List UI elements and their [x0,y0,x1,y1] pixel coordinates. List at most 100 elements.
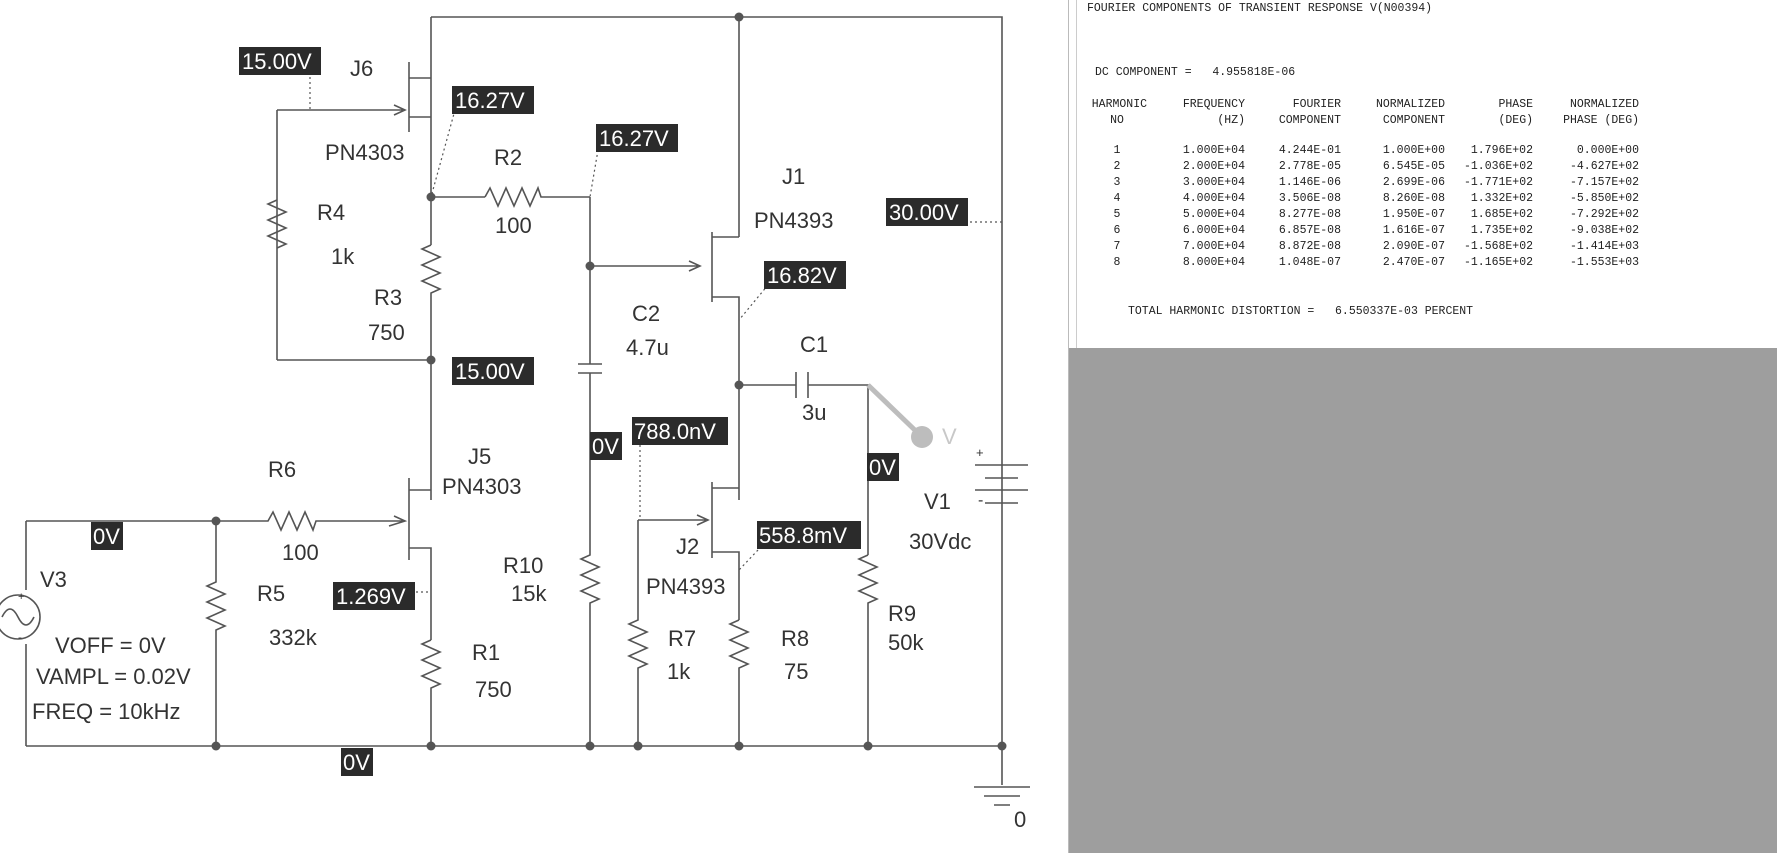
j6-model: PN4303 [325,140,405,165]
v3-voff: VOFF = 0V [55,633,166,658]
ground-label: 0 [1014,807,1026,832]
table-header-row: HARMONIC FREQUENCY FOURIER NORMALIZED PH… [1087,96,1639,112]
total-harmonic-distortion: TOTAL HARMONIC DISTORTION = 6.550337E-03… [1128,305,1474,318]
header-deg: (DEG) [1498,113,1533,127]
schematic-canvas[interactable]: V J6 PN4303 R2 100 R4 1k R3 750 J1 PN439… [0,0,1069,853]
header-hz: (HZ) [1217,113,1245,127]
j1-ref: J1 [782,164,805,189]
marker-j6-gate: 15.00V [242,49,312,74]
r5-value: 332k [269,625,318,650]
table-header-row: NO (HZ) COMPONENT COMPONENT (DEG) PHASE … [1087,112,1639,128]
sine-icon [1,608,35,626]
svg-text:-: - [18,630,22,644]
j2-model: PN4393 [646,574,726,599]
component-labels: J6 PN4303 R2 100 R4 1k R3 750 J1 PN4393 … [18,56,1026,832]
r3-value: 750 [368,320,405,345]
r9-ref: R9 [888,601,916,626]
c2-ref: C2 [632,301,660,326]
c1-capacitor [795,372,809,398]
ground-rail-wire [26,745,1003,785]
header-component: COMPONENT [1382,113,1445,127]
marker-ground: 0V [343,750,370,775]
j5-body [409,489,432,640]
junction-dot [734,12,744,22]
header-component: COMPONENT [1278,113,1341,127]
j2-ref: J2 [676,534,699,559]
marker-j2-source: 558.8mV [759,523,847,548]
r9-value: 50k [888,630,924,655]
r8-value: 75 [784,659,808,684]
r7-value: 1k [667,659,691,684]
header-fourier: FOURIER [1292,97,1341,111]
j1-gate-wire [590,260,702,272]
wires [0,16,1030,806]
junction-dot [211,516,221,526]
junction-dot [863,741,873,751]
c2-value: 4.7u [626,335,669,360]
r2-value: 100 [495,213,532,238]
marker-c2-bottom: 0V [592,434,619,459]
j6-body [409,65,432,130]
voltage-probe[interactable]: V [866,383,957,449]
marker-leaders [309,72,1002,593]
v3-ref: V3 [40,567,67,592]
marker-j6-source: 16.27V [455,88,525,113]
j2-gate-wire [638,514,710,526]
r1-ref: R1 [472,640,500,665]
v1-ref: V1 [924,489,951,514]
r8-resistor [728,619,750,746]
marker-j5-source: 1.269V [336,584,406,609]
r1-resistor [420,639,442,746]
v3-freq: FREQ = 10kHz [32,699,181,724]
r1-value: 750 [475,677,512,702]
j2-body [712,487,740,620]
junction-dot [585,261,595,271]
r2-resistor [484,185,590,208]
junction-dot [585,741,595,751]
dc-component: DC COMPONENT = 4.955818E-06 [1095,66,1296,79]
marker-output: 0V [869,455,896,480]
j5-model: PN4303 [442,474,522,499]
j1-body [712,236,740,500]
j5-ref: J5 [468,444,491,469]
header-normalized: NORMALIZED [1375,97,1445,111]
junction-dot [734,741,744,751]
r6-ref: R6 [268,457,296,482]
header-phase-deg: PHASE (DEG) [1563,113,1639,127]
circuit-diagram: V J6 PN4303 R2 100 R4 1k R3 750 J1 PN439… [0,12,1030,832]
r5-resistor [205,521,227,746]
r7-resistor [627,520,649,746]
fourier-report-panel[interactable]: FOURIER COMPONENTS OF TRANSIENT RESPONSE… [1076,0,1777,348]
header-normalized-phase: NORMALIZED [1569,97,1639,111]
r8-ref: R8 [781,626,809,651]
v1-battery [975,464,1028,504]
r2-ref: R2 [494,145,522,170]
probe-icon[interactable] [911,426,933,448]
harmonics-table: HARMONIC FREQUENCY FOURIER NORMALIZED PH… [1087,96,1639,270]
r3-resistor [420,197,442,500]
c2-capacitor [578,363,602,374]
svg-text:+: + [976,445,984,460]
r5-ref: R5 [257,581,285,606]
marker-input: 0V [93,524,120,549]
empty-workspace [1069,348,1777,853]
j6-source-wire [430,130,485,198]
marker-supply: 30.00V [889,200,959,225]
c1-ref: C1 [800,332,828,357]
junction-dot [426,355,436,365]
header-harmonic: HARMONIC [1091,97,1147,111]
header-no: NO [1110,113,1124,127]
r4-value: 1k [331,244,355,269]
svg-text:+: + [18,591,24,603]
j6-ref: J6 [350,56,373,81]
r10-value: 15k [511,581,547,606]
junction-dot [426,741,436,751]
header-phase: PHASE [1498,97,1533,111]
